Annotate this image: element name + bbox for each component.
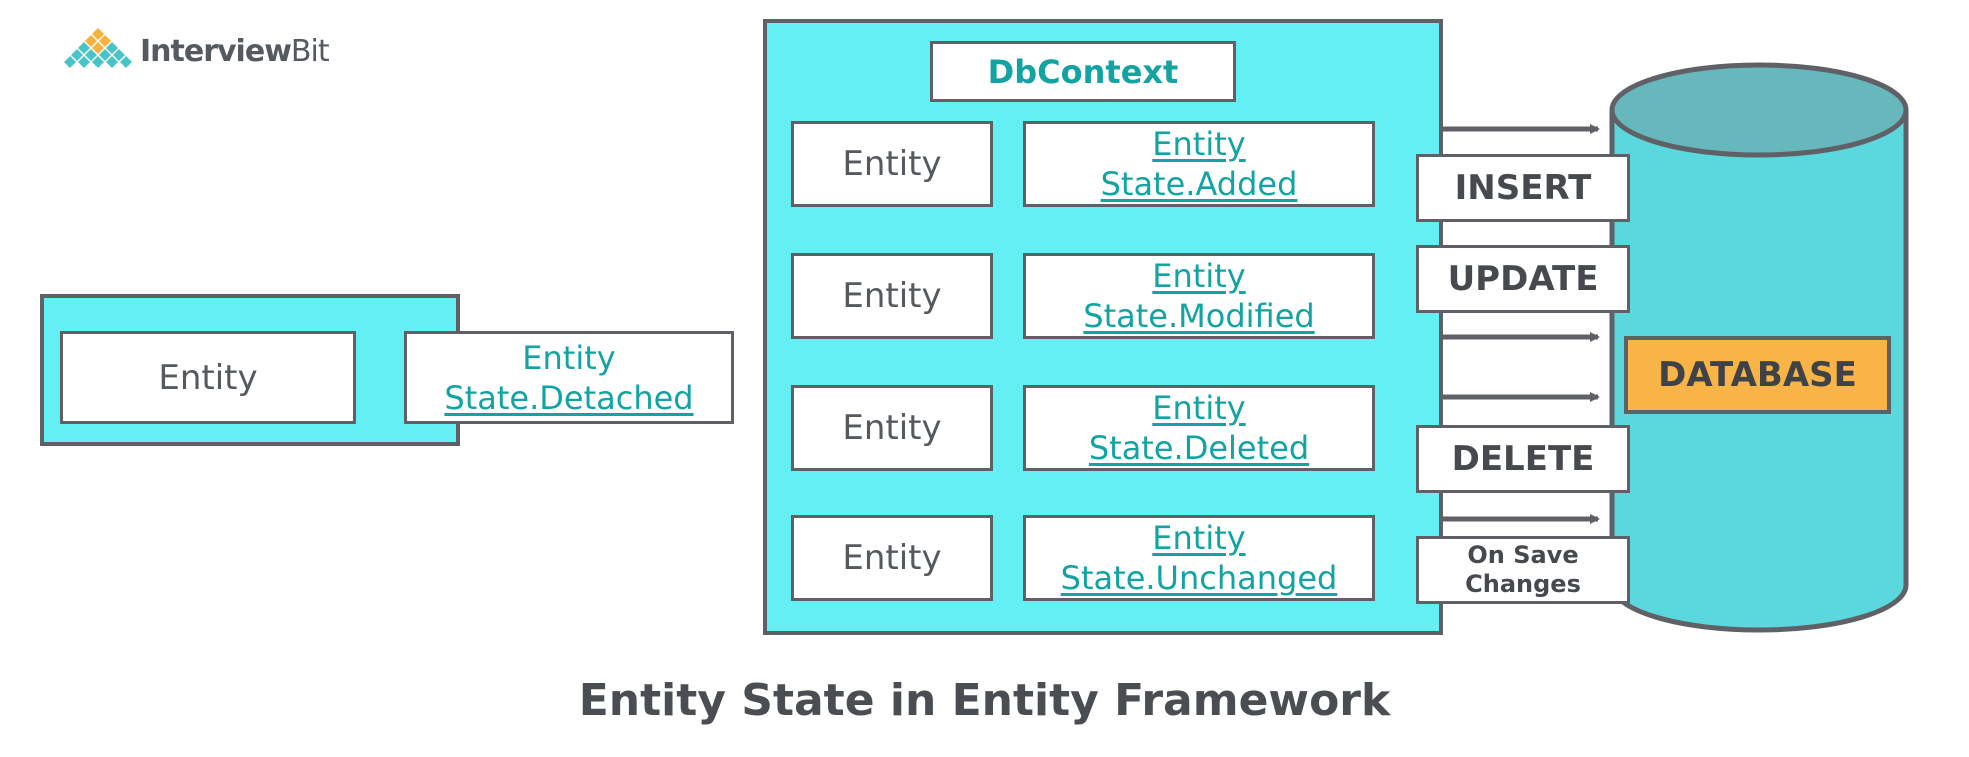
detached-state-box: Entity State.Detached — [404, 331, 734, 424]
diagram-caption: Entity State in Entity Framework — [578, 675, 1391, 726]
entity-box-added: Entity — [791, 121, 993, 207]
state-line2: State.Unchanged — [1060, 559, 1338, 597]
state-label-deleted: Entity State.Deleted — [1089, 388, 1309, 468]
state-box-unchanged: Entity State.Unchanged — [1023, 515, 1375, 601]
entity-box-deleted: Entity — [791, 385, 993, 471]
database-label: DATABASE — [1624, 336, 1891, 414]
entity-label: Entity — [842, 538, 942, 578]
state-line2: State.Added — [1100, 165, 1298, 203]
entity-label: Entity — [842, 276, 942, 316]
on-save-line2: Changes — [1465, 570, 1581, 598]
state-line1: Entity — [1152, 389, 1246, 427]
dbcontext-title: DbContext — [930, 41, 1236, 102]
logo-diamond-icon — [64, 28, 132, 68]
interviewbit-logo: InterviewBit — [62, 26, 330, 74]
entity-label: Entity — [842, 408, 942, 448]
entity-label: Entity — [842, 144, 942, 184]
update-label: UPDATE — [1416, 245, 1630, 313]
state-line1: Entity — [1152, 519, 1246, 557]
state-line2: State.Deleted — [1088, 429, 1310, 467]
detached-state-line2: State.Detached — [444, 378, 694, 417]
state-box-deleted: Entity State.Deleted — [1023, 385, 1375, 471]
logo-wordmark: InterviewBit — [140, 34, 330, 69]
logo-brand-light: Bit — [290, 34, 330, 69]
state-line1: Entity — [1152, 125, 1246, 163]
state-box-modified: Entity State.Modified — [1023, 253, 1375, 339]
on-save-changes-label: On Save Changes — [1416, 536, 1630, 604]
state-label-modified: Entity State.Modified — [1083, 256, 1314, 336]
entity-box-unchanged: Entity — [791, 515, 993, 601]
entity-box-modified: Entity — [791, 253, 993, 339]
detached-entity-box: Entity — [60, 331, 356, 424]
delete-label: DELETE — [1416, 425, 1630, 493]
logo-brand-bold: Interview — [140, 34, 292, 69]
state-box-added: Entity State.Added — [1023, 121, 1375, 207]
state-label-unchanged: Entity State.Unchanged — [1061, 518, 1338, 598]
insert-label: INSERT — [1416, 154, 1630, 222]
detached-state-label: Entity State.Detached — [444, 338, 693, 418]
state-line2: State.Modified — [1083, 297, 1315, 335]
state-line1: Entity — [1152, 257, 1246, 295]
detached-state-line1: Entity — [522, 338, 616, 377]
state-label-added: Entity State.Added — [1101, 124, 1298, 204]
detached-entity-label: Entity — [158, 357, 258, 398]
on-save-line1: On Save — [1467, 541, 1579, 569]
